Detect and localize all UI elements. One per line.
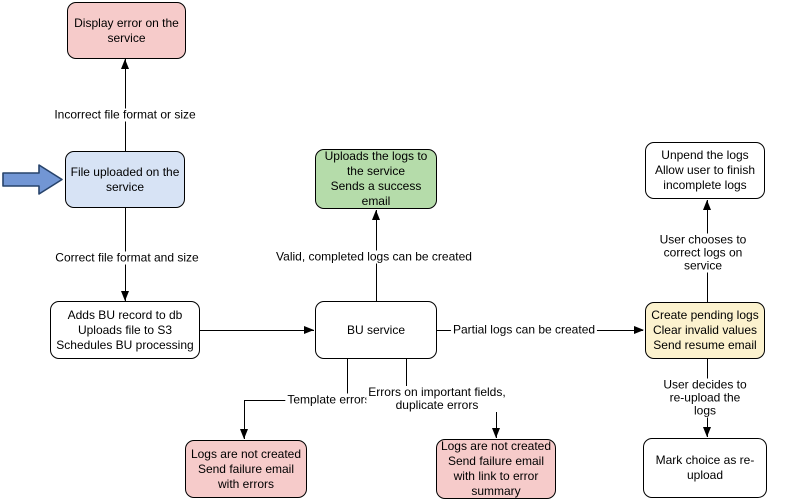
node-label: File uploaded on the service [70, 164, 180, 194]
edge-label-user-corrects: User chooses to correct logs on service [654, 233, 752, 273]
node-label: Adds BU record to db Uploads file to S3 … [56, 307, 194, 352]
edge-label-incorrect-file: Incorrect file format or size [52, 107, 198, 122]
edge-label-partial-logs: Partial logs can be created [450, 322, 598, 337]
arrowhead-down-icon [121, 291, 129, 301]
node-file-uploaded: File uploaded on the service [65, 151, 185, 208]
edge-line [200, 330, 314, 331]
arrowhead-right-icon [634, 326, 644, 334]
edge-label-important-fields: Errors on important fields, duplicate er… [366, 385, 508, 412]
edge-label-user-reuploads: User decides to re-upload the logs [657, 378, 753, 418]
edge-line [347, 359, 348, 401]
node-label: Unpend the logs Allow user to finish inc… [654, 148, 756, 192]
node-logs-not-created-summary: Logs are not created Send failure email … [436, 439, 556, 499]
node-adds-bu-record: Adds BU record to db Uploads file to S3 … [50, 301, 200, 359]
node-label: Logs are not created Send failure email … [440, 439, 552, 498]
node-label: Logs are not created Send failure email … [190, 446, 302, 491]
edge-line [496, 411, 497, 438]
node-label: Mark choice as re- upload [655, 453, 755, 482]
edge-line [244, 400, 245, 439]
arrowhead-up-icon [703, 200, 711, 210]
node-label: Uploads the logs to the service Sends a … [324, 149, 428, 208]
edge-line [125, 59, 126, 151]
edge-label-correct-file: Correct file format and size [53, 250, 201, 265]
node-uploads-logs: Uploads the logs to the service Sends a … [315, 149, 437, 209]
node-unpend-logs: Unpend the logs Allow user to finish inc… [645, 142, 765, 199]
edge-label-template-errors: Template errors [285, 392, 373, 407]
arrowhead-down-icon [492, 428, 500, 438]
node-label: Create pending logs Clear invalid values… [651, 308, 759, 352]
node-display-error: Display error on the service [67, 2, 186, 59]
node-mark-reupload: Mark choice as re- upload [643, 438, 767, 498]
entry-arrow-icon [2, 164, 63, 195]
node-label: Display error on the service [74, 15, 179, 45]
edge-label-valid-completed: Valid, completed logs can be created [274, 249, 474, 264]
node-label: BU service [346, 322, 405, 337]
edge-line [406, 359, 407, 387]
arrowhead-right-icon [304, 326, 314, 334]
arrowhead-up-icon [372, 210, 380, 220]
node-logs-not-created-errors: Logs are not created Send failure email … [185, 440, 307, 498]
node-bu-service: BU service [315, 301, 437, 359]
arrowhead-down-icon [240, 429, 248, 439]
node-create-pending-logs: Create pending logs Clear invalid values… [645, 302, 765, 359]
arrowhead-down-icon [703, 427, 711, 437]
arrowhead-up-icon [121, 59, 129, 69]
